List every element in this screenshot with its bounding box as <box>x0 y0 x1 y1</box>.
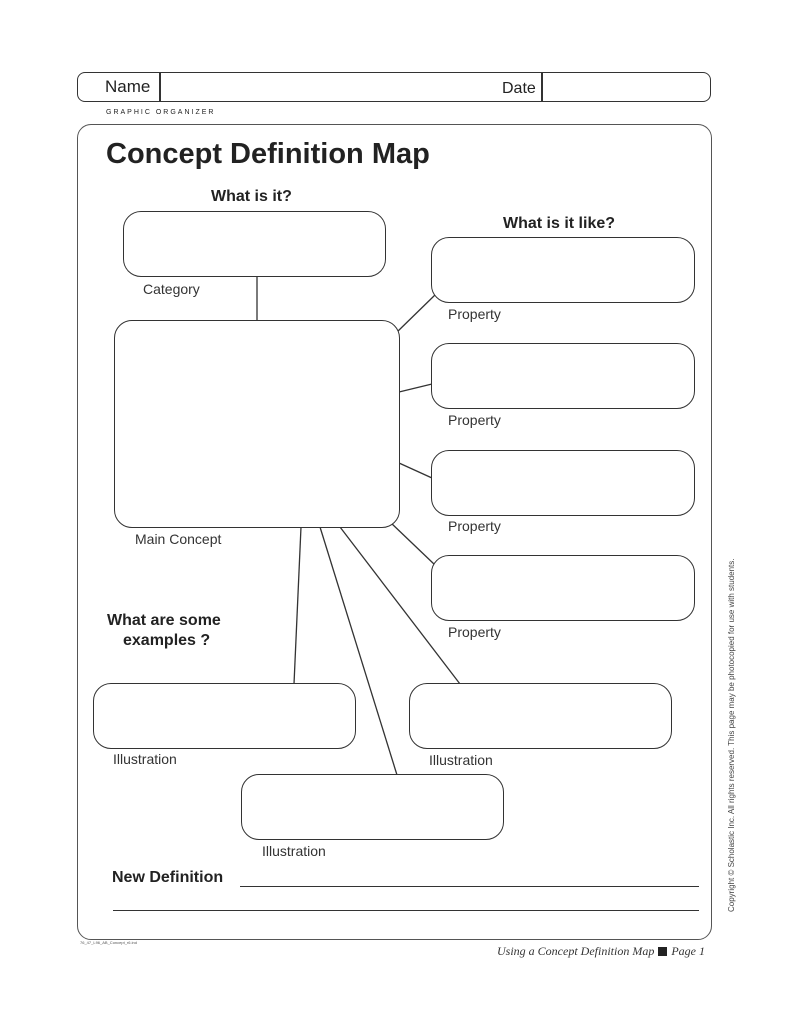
illustration-box-3[interactable] <box>241 774 504 840</box>
property-2-connector <box>398 383 433 393</box>
main-concept-caption: Main Concept <box>135 531 222 547</box>
property-box-2[interactable] <box>431 343 695 409</box>
graphic-organizer-label: GRAPHIC ORGANIZER <box>106 109 216 116</box>
illustration-caption-1: Illustration <box>113 751 177 767</box>
property-4-connector <box>389 521 436 566</box>
property-caption-3: Property <box>448 518 501 534</box>
page-number: Page 1 <box>671 944 705 958</box>
property-3-connector <box>398 462 433 479</box>
main-concept-box[interactable] <box>114 320 400 528</box>
examples-heading-line1: What are some <box>107 612 221 629</box>
definition-line-2[interactable] <box>113 910 699 912</box>
file-code: 76_47_L96_AB_Concept_r6.ind <box>80 940 137 945</box>
property-box-3[interactable] <box>431 450 695 516</box>
name-label: Name <box>105 77 151 96</box>
what-is-it-like-heading: What is it like? <box>503 215 616 232</box>
illustration-1-connector <box>293 526 302 685</box>
illustration-2-connector <box>339 526 461 685</box>
category-caption: Category <box>143 281 200 297</box>
what-is-it-heading: What is it? <box>211 188 292 205</box>
property-caption-1: Property <box>448 306 501 322</box>
property-caption-2: Property <box>448 412 501 428</box>
illustration-3-connector <box>319 526 398 776</box>
date-label: Date <box>502 80 536 97</box>
footer-text: Using a Concept Definition Map <box>497 944 655 958</box>
name-separator <box>159 73 161 101</box>
organizer-frame <box>77 124 712 940</box>
illustration-caption-2: Illustration <box>429 752 493 768</box>
property-box-4[interactable] <box>431 555 695 621</box>
definition-line-1[interactable] <box>240 886 699 888</box>
property-caption-4: Property <box>448 624 501 640</box>
illustration-box-2[interactable] <box>409 683 672 749</box>
page-title: Concept Definition Map <box>106 138 430 170</box>
property-1-connector <box>395 293 437 334</box>
name-date-bar <box>77 72 711 102</box>
page-footer: Using a Concept Definition Map Page 1 <box>497 944 705 959</box>
new-definition-label: New Definition <box>112 869 224 886</box>
examples-heading-line2: examples ? <box>123 632 211 649</box>
property-box-1[interactable] <box>431 237 695 303</box>
date-separator <box>541 73 543 101</box>
square-icon <box>658 947 668 956</box>
copyright-notice: Copyright © Scholastic Inc. All rights r… <box>727 558 736 912</box>
illustration-box-1[interactable] <box>93 683 356 749</box>
illustration-caption-3: Illustration <box>262 843 326 859</box>
category-box[interactable] <box>123 211 386 277</box>
